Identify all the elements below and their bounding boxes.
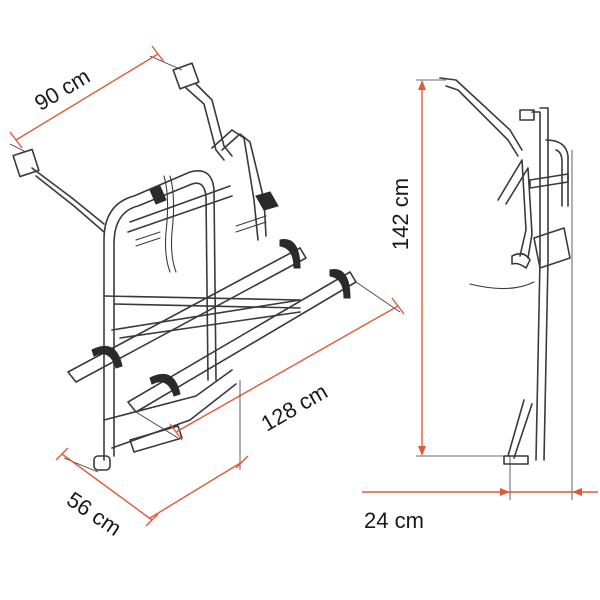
top-mount-bracket <box>172 62 200 90</box>
dimension-90cm: 90 cm <box>9 45 183 153</box>
dimension-56cm: 56 cm <box>55 380 249 541</box>
dimension-label-90: 90 cm <box>30 63 94 115</box>
dimension-24cm: 24 cm <box>362 150 598 533</box>
dimension-label-128: 128 cm <box>257 379 332 437</box>
dimension-label-24: 24 cm <box>364 508 424 533</box>
rack-side-view <box>439 77 571 465</box>
left-mount-bracket <box>12 148 40 178</box>
dimension-label-142: 142 cm <box>388 178 413 250</box>
dimension-142cm: 142 cm <box>388 79 504 457</box>
